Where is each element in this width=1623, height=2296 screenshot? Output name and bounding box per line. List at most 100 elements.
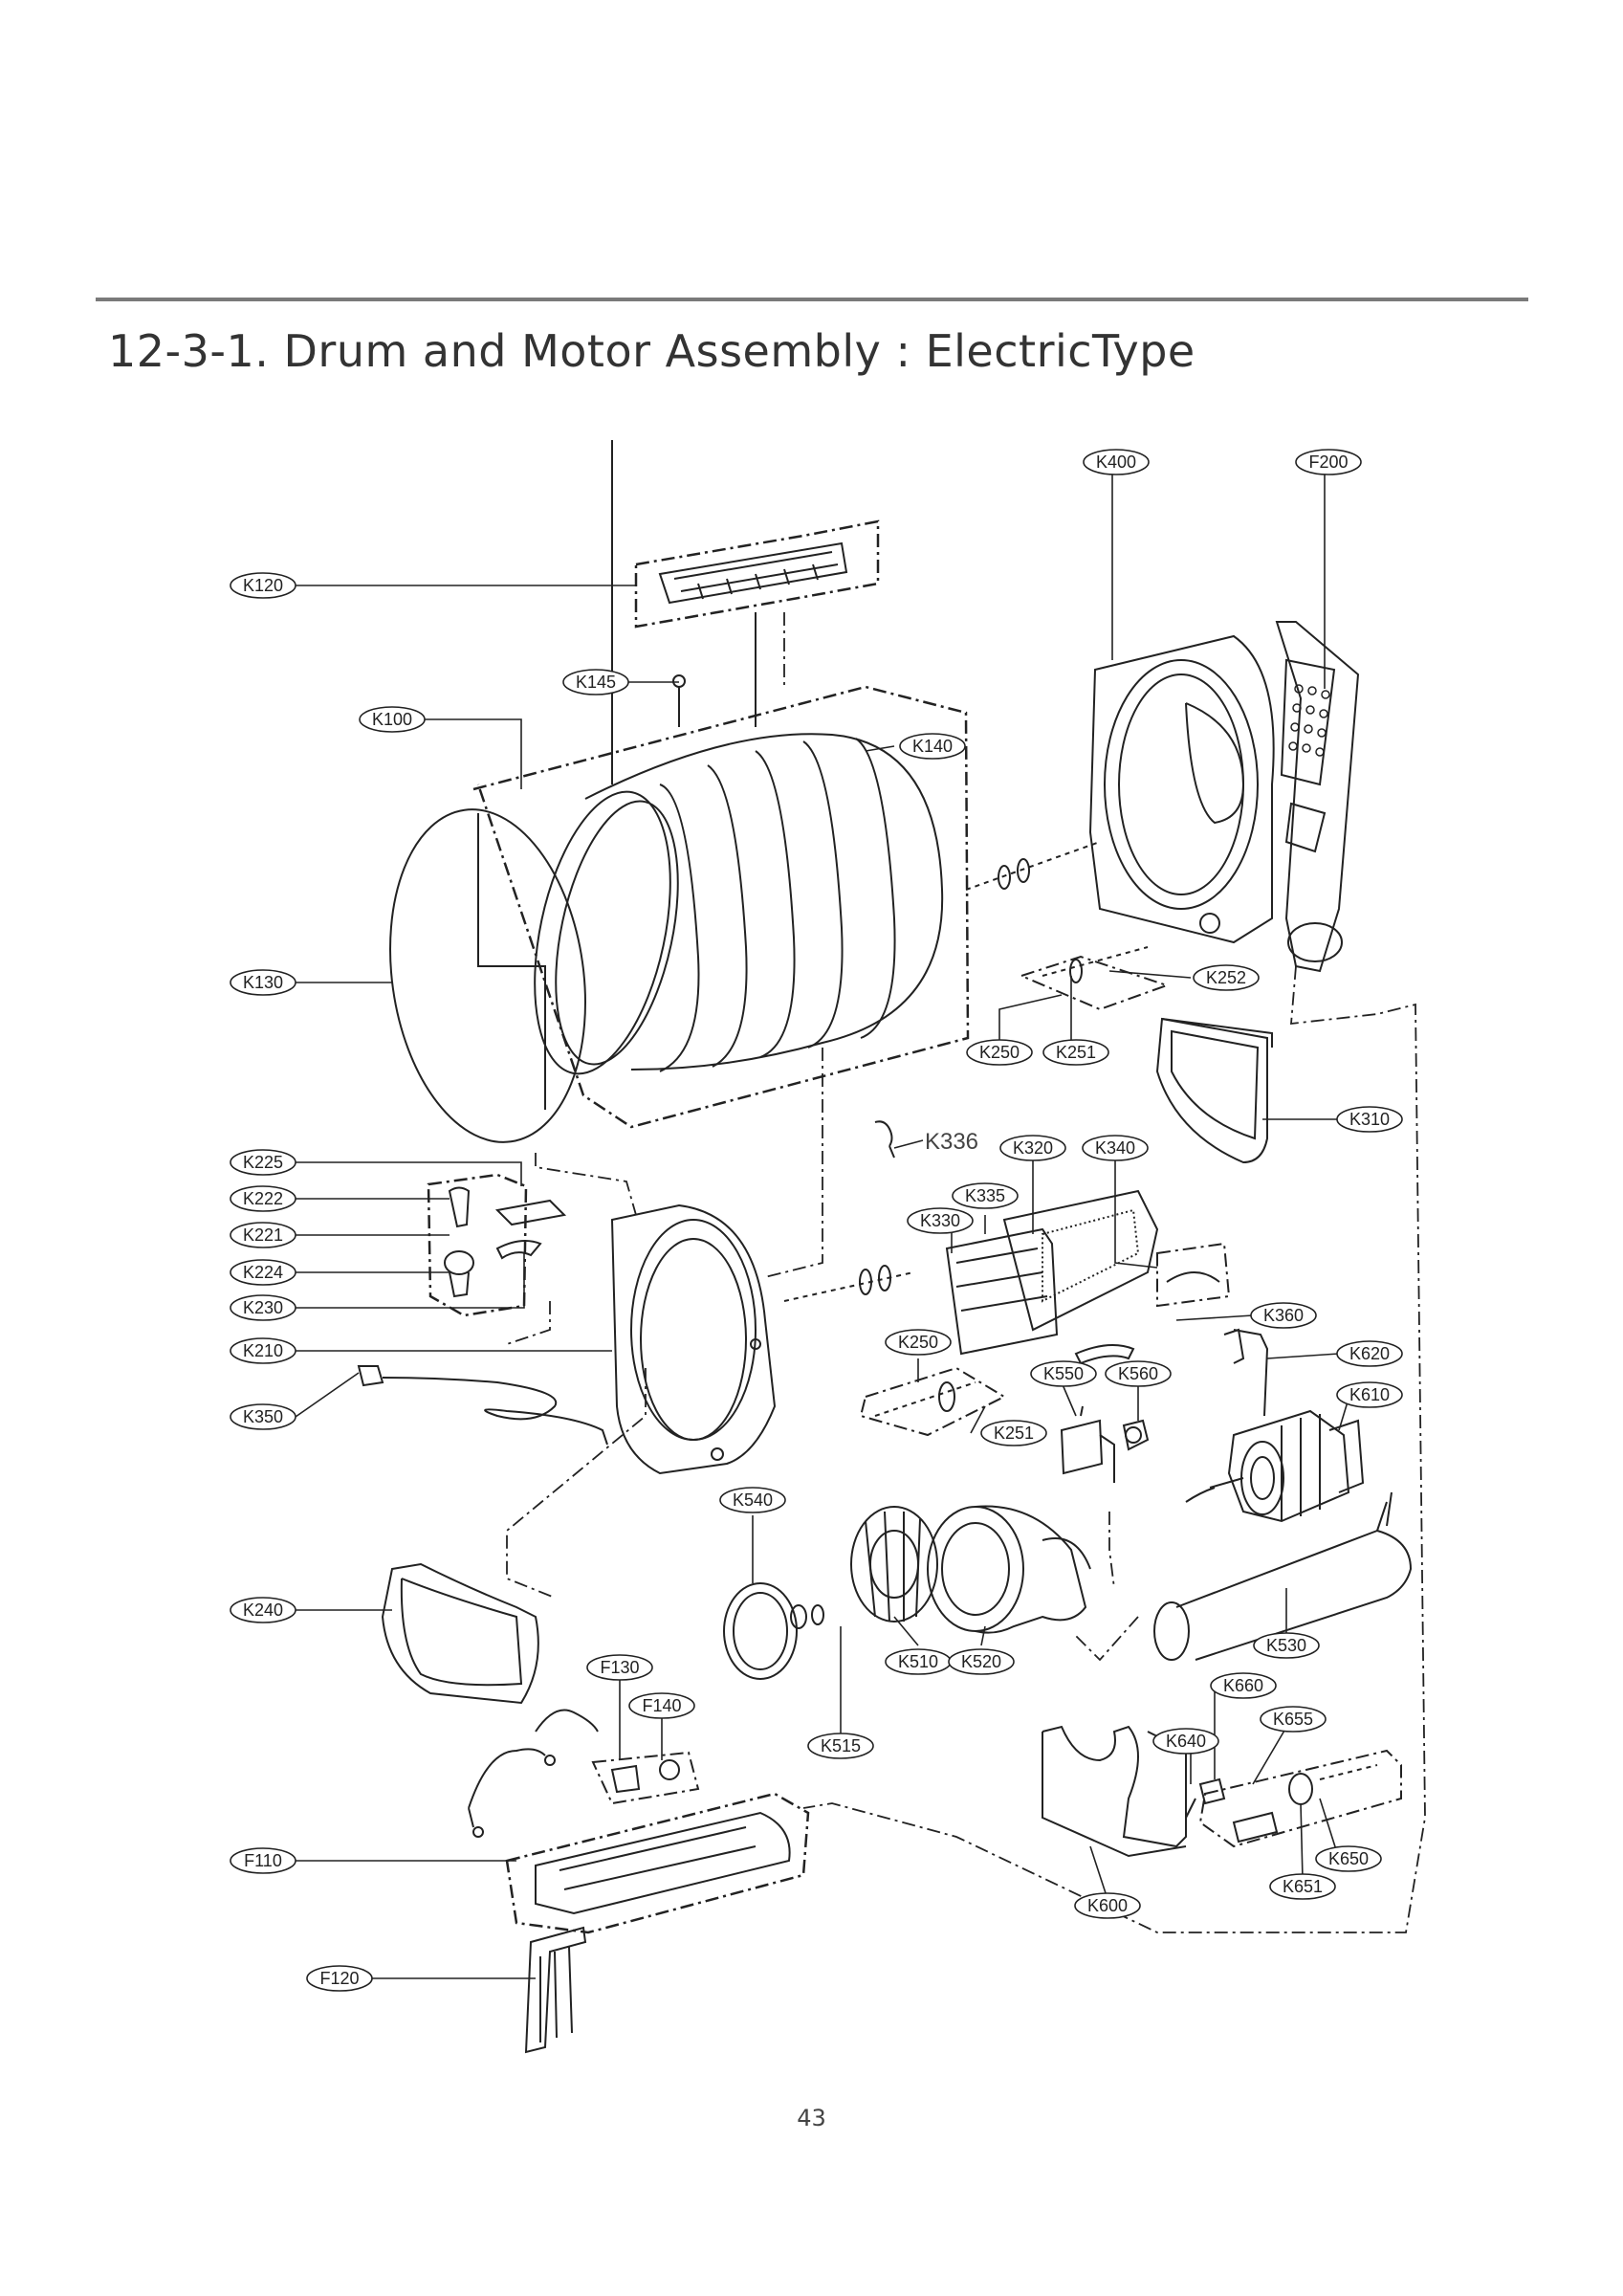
callout-oval — [1152, 1728, 1219, 1755]
callout-text: K130 — [243, 973, 283, 992]
callout-text: K400 — [1096, 453, 1136, 472]
callout-oval — [907, 1207, 974, 1234]
callout-text: K650 — [1328, 1849, 1369, 1868]
callout-oval — [1042, 1039, 1109, 1066]
callout-oval — [885, 1329, 952, 1356]
callout-text: K335 — [965, 1186, 1005, 1205]
callout-text: K222 — [243, 1189, 283, 1208]
callout-text: F140 — [642, 1696, 681, 1715]
callout-k250: K250 — [885, 1329, 952, 1356]
callout-k620: K620 — [1336, 1340, 1403, 1367]
callout-k210: K210 — [230, 1337, 296, 1364]
callout-text: K520 — [961, 1652, 1001, 1671]
callout-text: K640 — [1166, 1732, 1206, 1751]
callout-text: K145 — [576, 673, 616, 692]
callout-oval — [230, 1403, 296, 1430]
callout-text: K330 — [920, 1211, 960, 1230]
callout-oval — [719, 1487, 786, 1513]
callout-text: K224 — [243, 1263, 283, 1282]
front-shaft-part — [783, 1265, 1007, 1437]
sensor-harness-part — [357, 1365, 608, 1446]
callout-k560: K560 — [1105, 1360, 1172, 1387]
callout-text: K250 — [979, 1043, 1020, 1062]
callout-text: K360 — [1263, 1306, 1304, 1325]
door-duct-part — [381, 1562, 539, 1705]
callout-k335: K335 — [952, 1182, 1019, 1209]
callout-text: K252 — [1206, 968, 1246, 987]
callout-oval — [1253, 1632, 1320, 1659]
callout-oval — [1030, 1360, 1097, 1387]
callout-oval — [952, 1182, 1019, 1209]
callout-k540: K540 — [719, 1487, 786, 1513]
callout-oval — [899, 733, 966, 760]
callout-k400: K400 — [1083, 449, 1150, 475]
callout-text: K530 — [1266, 1636, 1306, 1655]
callout-text: K651 — [1283, 1877, 1323, 1896]
callout-text: K655 — [1273, 1710, 1313, 1729]
callout-k530: K530 — [1253, 1632, 1320, 1659]
callout-oval — [1295, 449, 1362, 475]
callout-text: K100 — [372, 710, 412, 729]
front-bulkhead-part — [610, 1203, 777, 1475]
callout-text: K140 — [912, 737, 953, 756]
callout-k660: K660 — [1210, 1672, 1277, 1699]
callout-k310: K310 — [1336, 1106, 1403, 1133]
callout-k252: K252 — [1193, 964, 1260, 991]
callout-text: K560 — [1118, 1364, 1158, 1383]
callout-k655: K655 — [1260, 1706, 1327, 1733]
callout-oval — [966, 1039, 1033, 1066]
drum-seal-part — [389, 808, 586, 1143]
callout-oval — [1193, 964, 1260, 991]
callout-oval — [562, 669, 629, 695]
callout-k221: K221 — [230, 1222, 296, 1248]
lint-filter-part — [1155, 1017, 1273, 1164]
callout-k336: K336 — [925, 1129, 978, 1155]
rear-bulkhead-part — [1088, 634, 1275, 944]
callout-text: K550 — [1043, 1364, 1084, 1383]
callout-k651: K651 — [1269, 1873, 1336, 1900]
callout-oval — [586, 1654, 653, 1681]
callout-oval — [306, 1965, 373, 1992]
callout-oval — [628, 1692, 695, 1719]
callout-text: K515 — [821, 1736, 861, 1755]
drum-part — [472, 440, 970, 1129]
callout-text: K225 — [243, 1153, 283, 1172]
callout-oval — [1336, 1340, 1403, 1367]
callout-text: F120 — [319, 1969, 359, 1988]
callout-oval — [230, 1149, 296, 1176]
callout-oval — [1336, 1106, 1403, 1133]
callout-text: K120 — [243, 576, 283, 595]
callout-text: F130 — [600, 1658, 639, 1677]
callout-oval — [1074, 1892, 1141, 1919]
callout-oval — [230, 1847, 296, 1874]
callout-f130: F130 — [586, 1654, 653, 1681]
callout-text: K540 — [733, 1490, 773, 1510]
callout-k100: K100 — [359, 706, 426, 733]
callout-k350: K350 — [230, 1403, 296, 1430]
callout-k240: K240 — [230, 1597, 296, 1623]
callout-oval — [230, 1185, 296, 1212]
callout-k251: K251 — [1042, 1039, 1109, 1066]
callout-oval — [359, 706, 426, 733]
heater-duct-part — [505, 1792, 810, 1934]
callout-text: F200 — [1308, 453, 1348, 472]
callout-oval — [980, 1420, 1047, 1446]
callout-oval — [999, 1135, 1066, 1161]
callout-k250: K250 — [966, 1039, 1033, 1066]
callout-f120: F120 — [306, 1965, 373, 1992]
callout-k145: K145 — [562, 669, 629, 695]
callout-oval — [230, 1597, 296, 1623]
callout-text: K240 — [243, 1601, 283, 1620]
callout-k222: K222 — [230, 1185, 296, 1212]
callout-k610: K610 — [1336, 1381, 1403, 1408]
callout-oval — [1105, 1360, 1172, 1387]
callout-k600: K600 — [1074, 1892, 1141, 1919]
callout-k120: K120 — [230, 572, 296, 599]
callout-k340: K340 — [1082, 1135, 1149, 1161]
callout-k225: K225 — [230, 1149, 296, 1176]
callout-text: K320 — [1013, 1138, 1053, 1158]
callout-k550: K550 — [1030, 1360, 1097, 1387]
callout-text: K620 — [1349, 1344, 1390, 1363]
callout-k330: K330 — [907, 1207, 974, 1234]
